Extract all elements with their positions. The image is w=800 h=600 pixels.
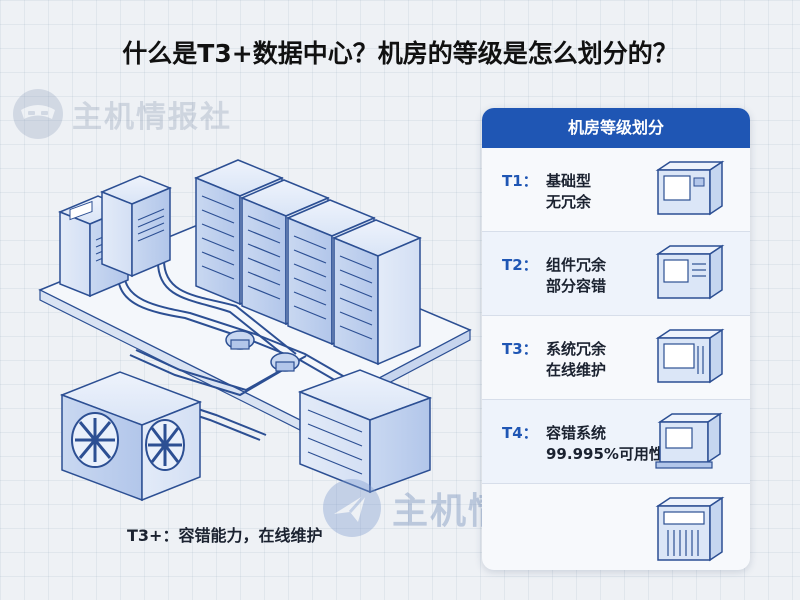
coolant-pipes: [117, 259, 351, 441]
tier-code: T3：: [502, 340, 538, 358]
tier-desc: 系统冗余: [546, 340, 607, 358]
fan-icon: [145, 419, 185, 471]
tier-desc: 容错系统: [546, 424, 607, 442]
watermark-text: 主机情报社: [72, 100, 232, 135]
server-unit-icon: [655, 160, 725, 216]
tier-desc: 组件冗余: [546, 256, 607, 274]
tier-desc: 99.995%可用性: [546, 445, 664, 463]
server-unit-icon: [655, 328, 725, 384]
watermark-logo-icon: [13, 89, 63, 139]
tier-row-t2: T2： 组件冗余 部分容错: [482, 232, 750, 316]
tier-row-extra: [482, 484, 750, 568]
power-cabinet: [297, 369, 433, 494]
panel-title: 机房等级划分: [482, 108, 750, 148]
watermark-top: 主机情报社: [12, 88, 232, 140]
watermark-logo-icon: [323, 479, 381, 537]
pump-unit: [225, 330, 255, 350]
tier-code: T4：: [502, 424, 538, 442]
fan-icon: [71, 412, 119, 468]
tier-desc: 基础型: [546, 172, 592, 190]
server-unit-icon: [655, 412, 723, 469]
tier-panel: 机房等级划分 T1： 基础型 无冗余 T2： 组件冗余 部分容错 T3： 系统冗…: [482, 108, 750, 570]
server-rack: [332, 219, 422, 366]
pump-unit: [270, 352, 300, 372]
crac-unit: [100, 175, 172, 278]
page-title: 什么是T3+数据中心？机房的等级是怎么划分的？: [122, 39, 678, 68]
tier-desc: 在线维护: [546, 361, 607, 379]
tier-row-t4: T4： 容错系统 99.995%可用性: [482, 400, 750, 484]
tier-row-t3: T3： 系统冗余 在线维护: [482, 316, 750, 400]
datacenter-illustration: [38, 159, 472, 502]
tier-row-t1: T1： 基础型 无冗余: [482, 148, 750, 232]
tier-code: T1：: [502, 172, 538, 190]
tier-desc: 部分容错: [546, 277, 607, 295]
server-unit-icon: [655, 496, 725, 562]
t3-plus-caption: T3+：容错能力，在线维护: [127, 526, 323, 545]
tier-code: T2：: [502, 256, 538, 274]
tier-desc: 无冗余: [546, 193, 592, 211]
rack-slots: [201, 195, 373, 340]
server-unit-icon: [655, 244, 725, 300]
